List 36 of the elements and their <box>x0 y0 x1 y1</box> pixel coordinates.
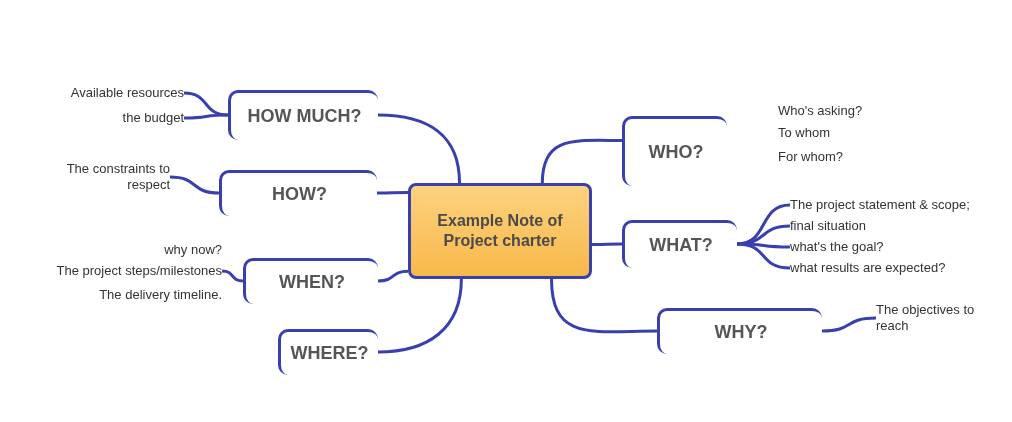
branch-note: The delivery timeline. <box>10 286 222 304</box>
connector-line <box>550 278 658 334</box>
connector-line <box>377 269 409 283</box>
connector-line <box>377 278 463 354</box>
connector-line <box>169 175 220 195</box>
branch-note: final situation <box>790 217 990 235</box>
connector-line <box>377 191 408 195</box>
branch-note: the budget <box>30 109 184 127</box>
branch-note: Who's asking? <box>778 102 958 120</box>
branch-note: what results are expected? <box>790 259 1000 277</box>
connector-line <box>592 242 622 246</box>
branch-topic-box: WHAT? <box>622 220 737 268</box>
connector-line <box>377 113 461 184</box>
connector-line <box>736 242 791 270</box>
branch-note: The project statement & scope; <box>790 196 1008 214</box>
connector-line <box>184 113 228 120</box>
connector-line <box>183 91 229 117</box>
branch-topic-box: WHO? <box>622 116 727 186</box>
branch-note: The project steps/milestones <box>0 262 222 280</box>
connector-line <box>736 224 791 246</box>
branch-note: The objectives to reach <box>876 301 976 335</box>
branch-topic-box: HOW MUCH? <box>228 90 378 140</box>
branch-note: The constraints to respect <box>60 160 170 194</box>
branch-topic-box: WHEN? <box>243 258 378 304</box>
central-topic-box: Example Note of Project charter <box>408 183 592 279</box>
branch-note: why now? <box>10 241 222 259</box>
branch-note: To whom <box>778 124 958 142</box>
branch-note: what's the goal? <box>790 238 990 256</box>
branch-topic-box: HOW? <box>219 170 377 216</box>
branch-note: For whom? <box>778 148 958 166</box>
branch-topic-box: WHY? <box>657 308 822 354</box>
branch-note: Available resources <box>30 84 184 102</box>
connector-line <box>540 138 622 184</box>
connector-line <box>221 269 244 283</box>
branch-topic-box: WHERE? <box>278 329 378 375</box>
connector-line <box>821 316 877 333</box>
